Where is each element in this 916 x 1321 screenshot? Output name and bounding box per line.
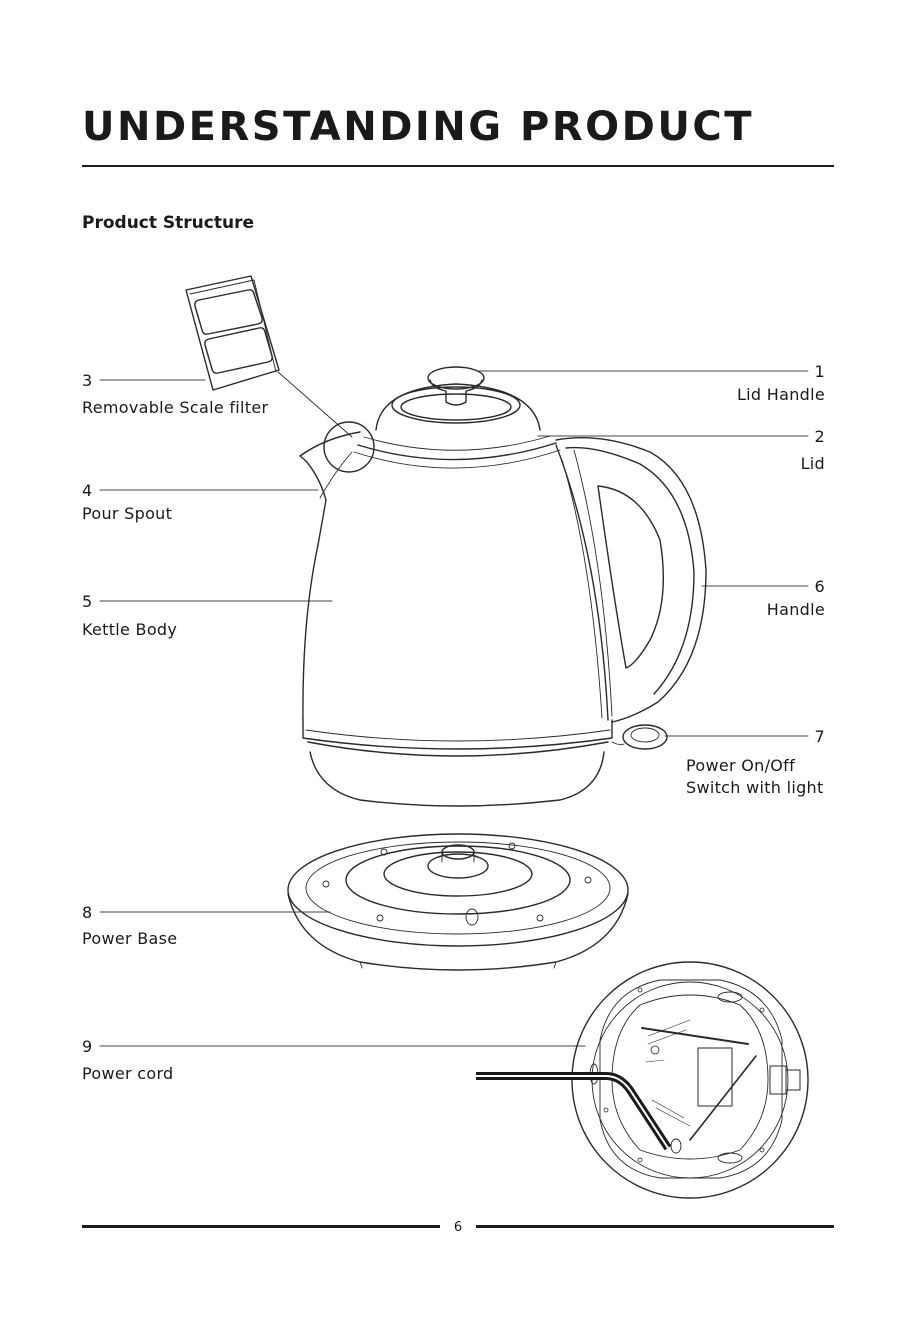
footer-rule-right [476, 1225, 834, 1228]
power-switch-illustration [612, 725, 667, 749]
part-name-pour-spout: Pour Spout [82, 504, 172, 524]
part-number-6: 6 [815, 577, 825, 597]
footer-rule-left [82, 1225, 440, 1228]
part-name-power-cord: Power cord [82, 1064, 174, 1084]
part-number-3: 3 [82, 371, 92, 391]
part-name-lid-handle: Lid Handle [737, 385, 825, 405]
part-name-kettle-body: Kettle Body [82, 620, 177, 640]
scale-filter-illustration [186, 276, 374, 472]
kettle-body-illustration [300, 432, 612, 806]
handle-illustration [556, 438, 706, 722]
lid-illustration [354, 367, 560, 468]
power-base-illustration [288, 834, 628, 970]
part-number-4: 4 [82, 481, 92, 501]
part-name-handle: Handle [767, 600, 825, 620]
part-name-scale-filter: Removable Scale filter [82, 398, 268, 418]
part-number-5: 5 [82, 592, 92, 612]
part-number-2: 2 [815, 427, 825, 447]
part-name-lid: Lid [801, 454, 825, 474]
part-number-7: 7 [815, 727, 825, 747]
page-number: 6 [440, 1219, 476, 1237]
part-name-power-switch-line2: Switch with light [686, 778, 824, 798]
part-number-9: 9 [82, 1037, 92, 1057]
part-name-power-switch: Power On/Off [686, 756, 795, 776]
part-name-power-base: Power Base [82, 929, 177, 949]
part-number-1: 1 [815, 362, 825, 382]
leader-lines [100, 371, 808, 1046]
part-number-8: 8 [82, 903, 92, 923]
